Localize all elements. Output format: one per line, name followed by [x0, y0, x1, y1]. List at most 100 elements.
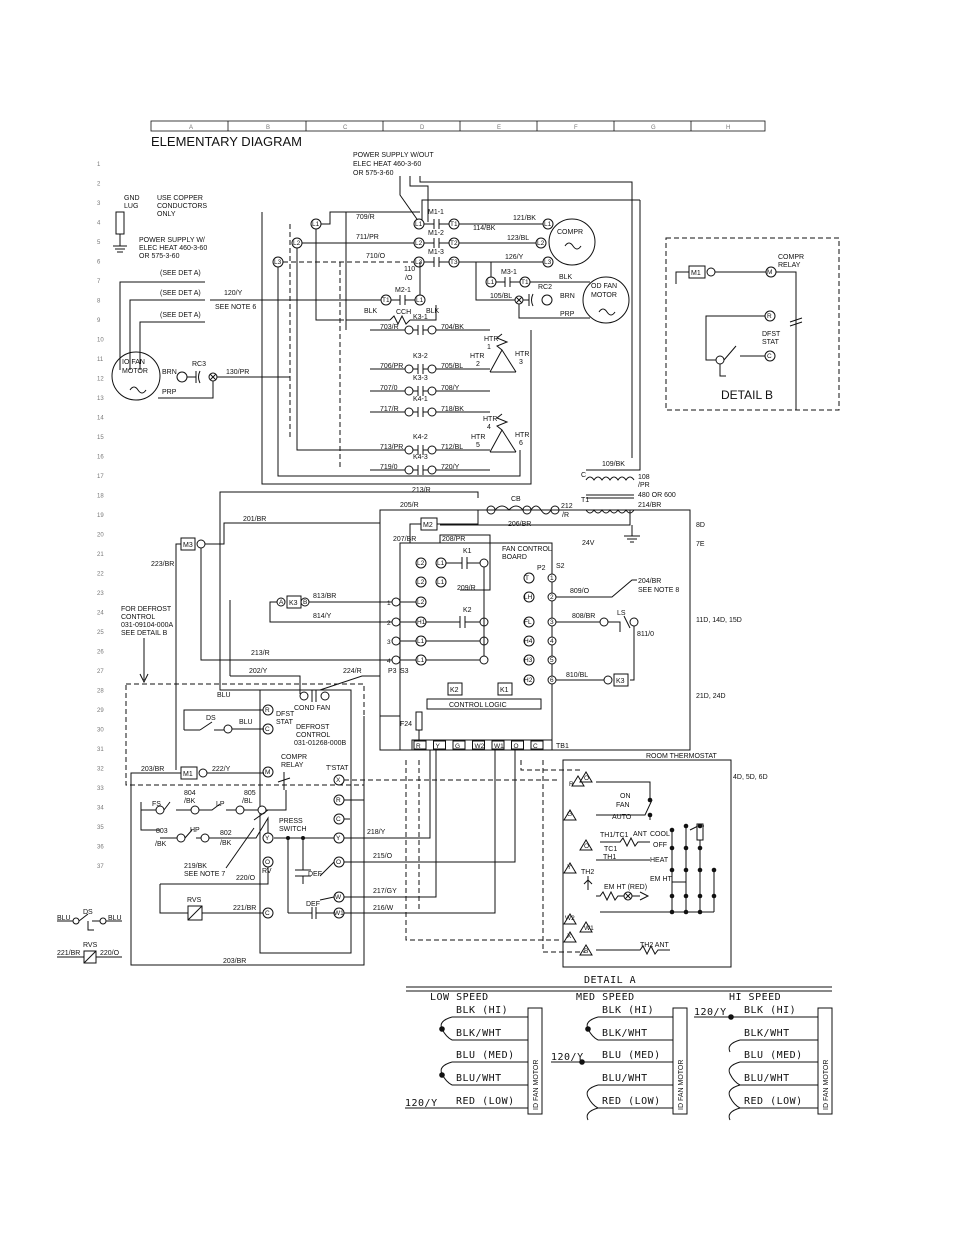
svg-text:L1: L1: [487, 279, 495, 286]
svg-text:O: O: [265, 859, 270, 866]
row-number: 24: [97, 611, 104, 617]
compr-relay-1: COMPR: [281, 754, 307, 761]
motor-tap-label: BLK/WHT: [602, 1028, 648, 1039]
htr5-b: 5: [476, 442, 480, 449]
heater-wire-left: 717/R: [380, 406, 399, 413]
fs-label: FS: [152, 801, 161, 808]
wire-709: 709/R: [356, 214, 375, 221]
io-fan-1: IO FAN: [122, 359, 145, 366]
detail-b-relay-1: COMPR: [778, 254, 804, 261]
heater-contact-label: K4-1: [413, 396, 428, 403]
ds-legend: DS: [83, 909, 93, 916]
ref-4d: 4D, 5D, 6D: [733, 774, 768, 781]
v24-label: 24V: [582, 540, 595, 547]
wire-108-b: /PR: [638, 482, 650, 489]
junction-dot: [669, 827, 675, 833]
wire-109: 109/BK: [602, 461, 625, 468]
motor-tap-label: RED (LOW): [602, 1096, 661, 1107]
th2-label: TH2: [581, 869, 594, 876]
ruler-letter: E: [497, 125, 501, 131]
row-number: 29: [97, 708, 104, 714]
htr2-b: 2: [476, 361, 480, 368]
junction-dot: [697, 893, 703, 899]
heater-wire-right: 712/BL: [441, 444, 463, 451]
tb1-terminal: [530, 740, 544, 750]
svg-text:O: O: [336, 859, 341, 866]
detail-b-relay-2: RELAY: [778, 262, 801, 269]
row-number: 31: [97, 747, 104, 753]
blu-left: BLU: [57, 915, 71, 922]
svg-text:Y: Y: [567, 864, 572, 871]
ruler-letter: B: [266, 125, 270, 131]
detail-b: DETAIL B M1 M COMPR RELAY R C DFST STAT: [665, 237, 840, 411]
svg-text:M: M: [265, 769, 270, 776]
tap-jumper: [728, 1039, 741, 1121]
wire-222: 222/Y: [212, 766, 231, 773]
wire-204-b: SEE NOTE 8: [638, 587, 679, 594]
row-number: 5: [97, 240, 101, 246]
t1-xfmr: T1: [581, 497, 589, 504]
junction-dot: [683, 823, 689, 829]
id-fan-motor-label: ID FAN MOTOR: [533, 1060, 540, 1110]
wire-810: 810/BL: [566, 672, 588, 679]
detail-b-dfst-2: STAT: [762, 339, 780, 346]
row-number: 18: [97, 494, 104, 500]
motor-tap-label: BLK (HI): [456, 1005, 508, 1016]
id-fan-motor-label: ID FAN MOTOR: [823, 1060, 830, 1110]
transformer-primary-icon: [585, 476, 635, 481]
rv-label: RV: [262, 868, 272, 875]
svg-text:A: A: [279, 599, 284, 606]
wire-221: 221/BR: [233, 905, 256, 912]
k1-label: K1: [463, 548, 472, 555]
junction-dot: [669, 909, 675, 915]
def-label-1: DEF: [308, 871, 322, 878]
row-number: 13: [97, 396, 104, 402]
ruler-letter: C: [343, 125, 348, 131]
contactor-symbol: [370, 386, 490, 396]
m31-label: M3-1: [501, 269, 517, 276]
svg-text:R: R: [767, 313, 772, 320]
svg-text:L2: L2: [293, 240, 301, 247]
row-number: 25: [97, 630, 104, 636]
wire-813: 813/BR: [313, 593, 336, 600]
heater-elements: HTR 1 HTR 2 HTR 3 HTR 4 HTR 5 HTR 6 213/…: [412, 333, 529, 494]
motor-tap-label: RED (LOW): [456, 1096, 515, 1107]
off-label: OFF: [653, 842, 667, 849]
wire-120y: 120/Y: [224, 290, 243, 297]
m21-label: M2-1: [395, 287, 411, 294]
svg-text:W1: W1: [584, 925, 594, 932]
xfmr-480: 480 OR 600: [638, 492, 676, 499]
defrost-ctrl-1: DEFROST: [296, 724, 330, 731]
k2-label: K2: [463, 607, 472, 614]
ds-label: DS: [206, 715, 216, 722]
th2ant-label: TH2 ANT: [640, 942, 670, 949]
s2-label: S2: [556, 563, 565, 570]
motor-tap-label: BLU/WHT: [744, 1073, 790, 1084]
defrost-note-4: SEE DETAIL B: [121, 630, 168, 637]
svg-text:H2: H2: [524, 677, 533, 684]
htr4-b: 4: [487, 424, 491, 431]
svg-text:3: 3: [550, 619, 554, 626]
svg-text:T3: T3: [450, 259, 458, 266]
emht-label: EM HT: [650, 876, 673, 883]
power-supply-w-2: ELEC HEAT 460-3-60: [139, 245, 207, 252]
blk-label: BLK: [559, 274, 573, 281]
fan-board-1: FAN CONTROL: [502, 546, 552, 553]
power-supply-w-1: POWER SUPPLY W/: [139, 237, 205, 244]
dfst-stat-1: DFST: [276, 711, 295, 718]
m12-label: M1-2: [428, 230, 444, 237]
svg-text:L3: L3: [544, 259, 552, 266]
motor-tap-label: BLU (MED): [602, 1050, 661, 1061]
fuse-icon: [415, 711, 423, 731]
row-number: 6: [97, 260, 101, 266]
io-brn-label: BRN: [162, 369, 177, 376]
fan-label: FAN: [616, 802, 630, 809]
ref-7e: 7E: [696, 541, 705, 548]
wire-220b: 220/O: [100, 950, 120, 957]
row-number: 36: [97, 845, 104, 851]
wire-213b: 213/R: [251, 650, 270, 657]
svg-text:T1: T1: [382, 297, 390, 304]
wire-802-a: 802: [220, 830, 232, 837]
svg-text:T1: T1: [521, 279, 529, 286]
row-number: 17: [97, 474, 104, 480]
